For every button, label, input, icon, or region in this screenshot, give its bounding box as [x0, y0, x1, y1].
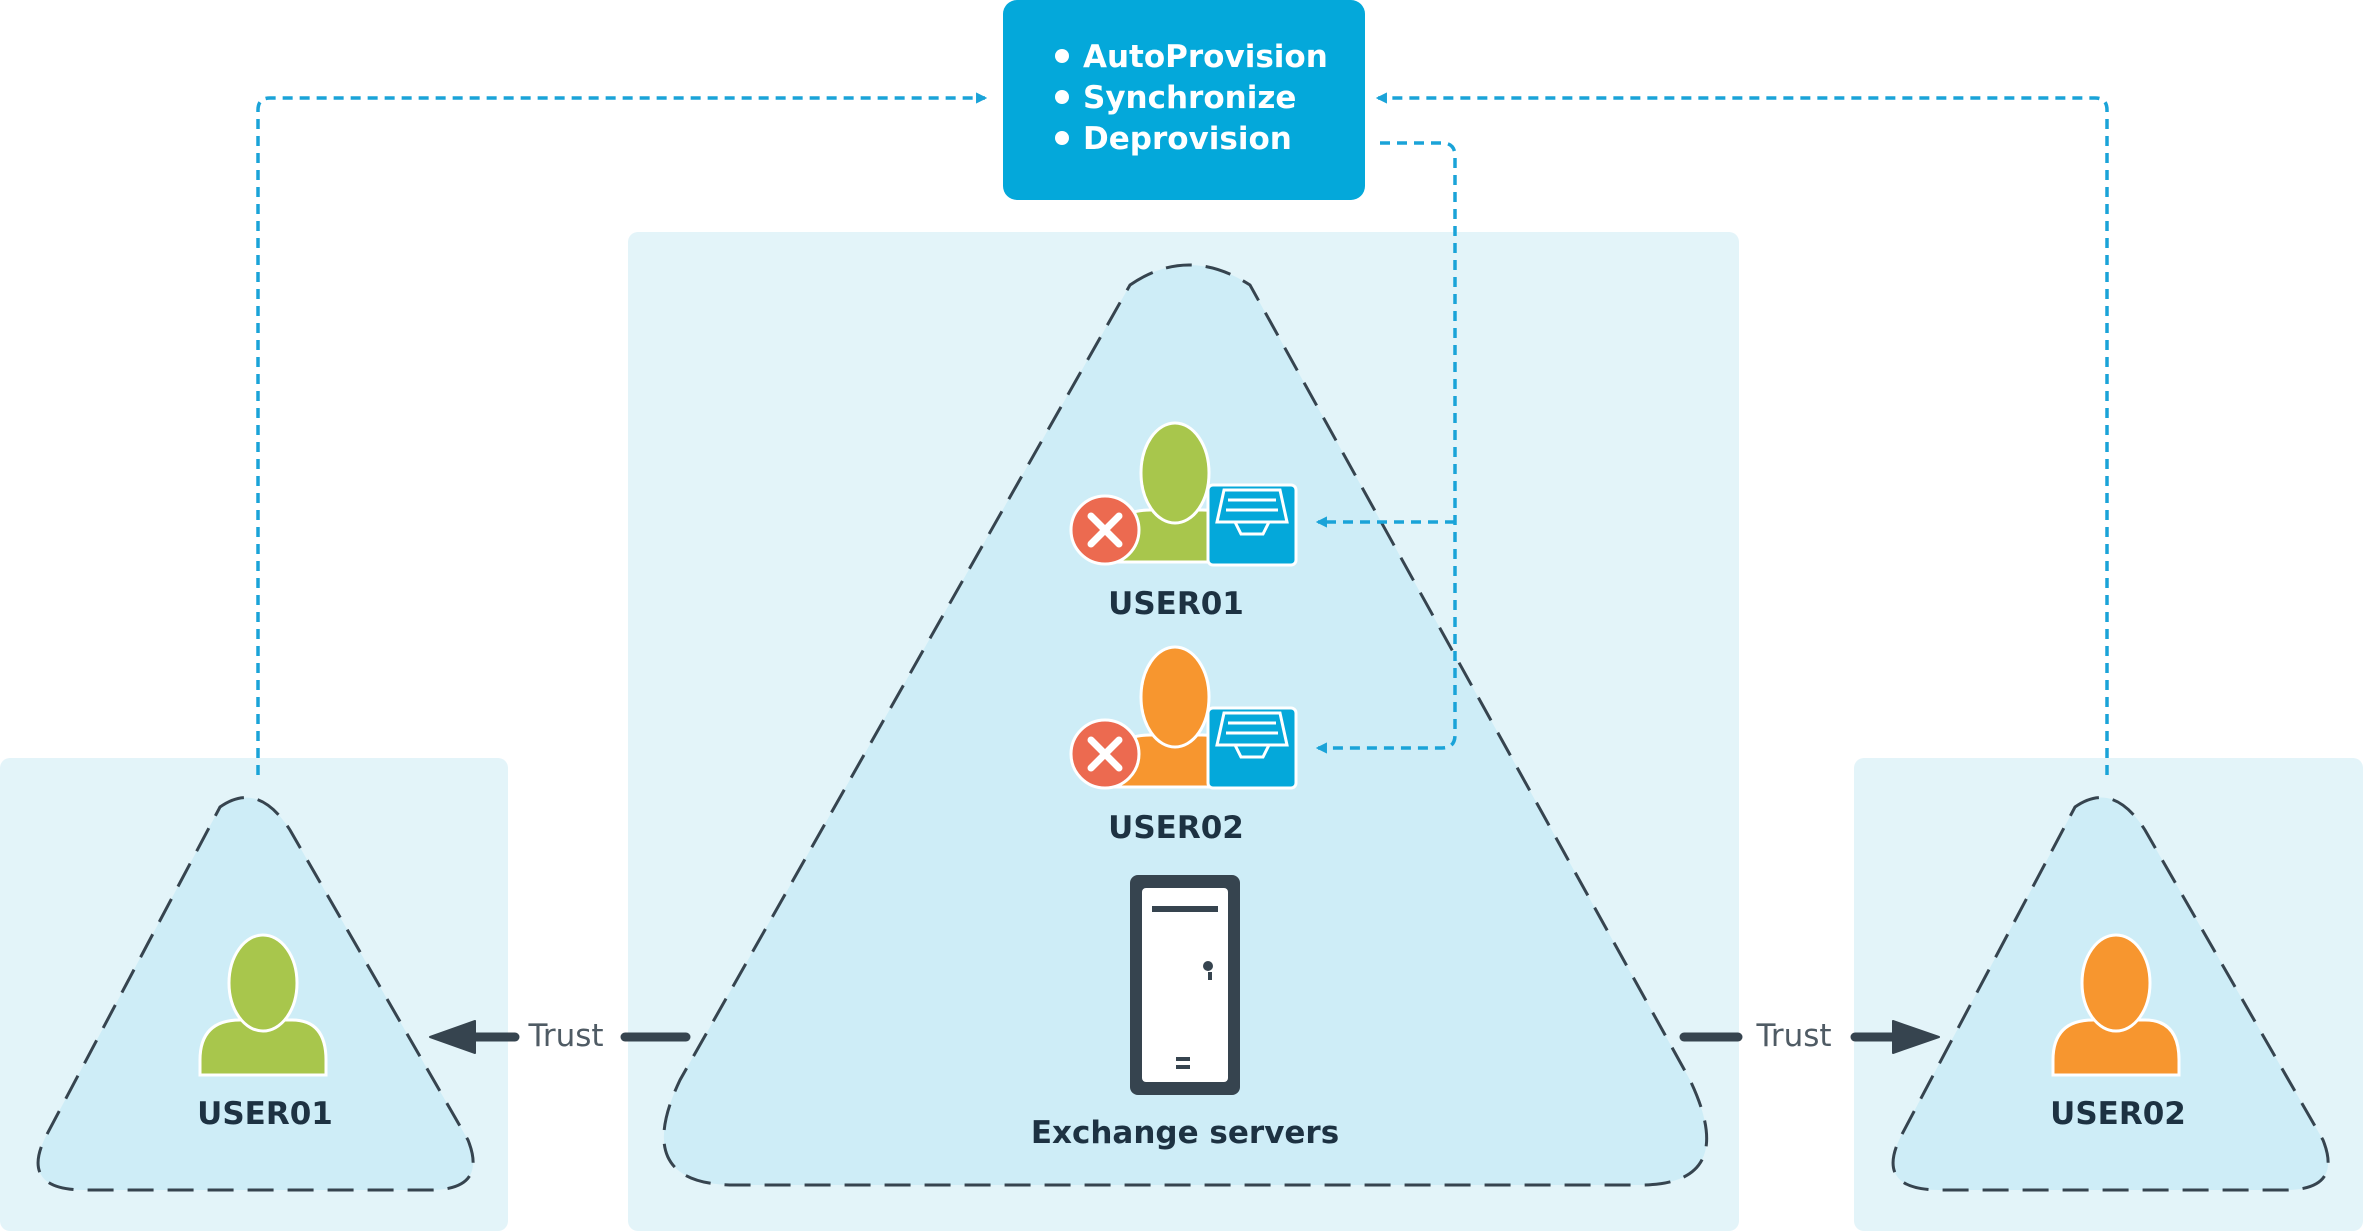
right-user-to-operations-line — [1375, 92, 2109, 775]
center-user01-label: USER01 — [1108, 586, 1244, 622]
center-user02-label: USER02 — [1108, 810, 1244, 846]
left-user-to-operations-line — [256, 92, 988, 775]
trust-right-label: Trust — [1755, 1018, 1831, 1054]
trust-left-arrow — [429, 1020, 691, 1054]
operation-autoprovision: AutoProvision — [1083, 39, 1328, 75]
server-tower-icon — [1130, 875, 1240, 1095]
center-user01-error-icon — [1069, 494, 1141, 566]
left-user01-icon — [198, 933, 328, 1077]
operation-bullet — [1055, 90, 1069, 104]
center-user02-mailbox-icon — [1206, 706, 1298, 790]
left-user01-label: USER01 — [197, 1096, 333, 1132]
right-user02-label: USER02 — [2050, 1096, 2186, 1132]
operation-synchronize: Synchronize — [1083, 80, 1296, 116]
trust-left-label: Trust — [527, 1018, 603, 1054]
trust-right-arrow — [1679, 1020, 1940, 1054]
center-user02-error-icon — [1069, 718, 1141, 790]
right-user02-icon — [2051, 933, 2181, 1077]
operation-bullet — [1055, 49, 1069, 63]
center-user01-mailbox-icon — [1206, 483, 1298, 567]
operation-bullet — [1055, 131, 1069, 145]
exchange-servers-label: Exchange servers — [1031, 1115, 1339, 1151]
operation-deprovision: Deprovision — [1083, 121, 1292, 157]
operations-box — [1003, 0, 1365, 200]
